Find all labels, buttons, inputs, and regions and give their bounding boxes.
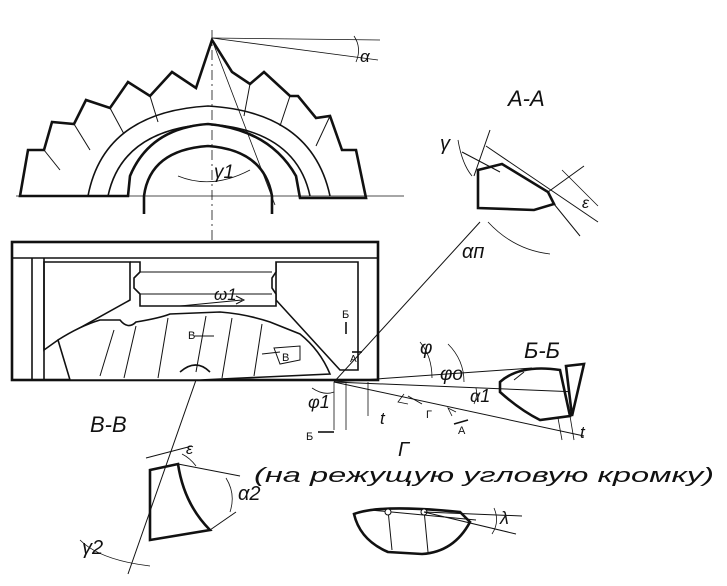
cutter-bore [142, 144, 274, 214]
cut-mark-v-mid: В [282, 352, 289, 364]
cut-mark-v-upper: В [188, 330, 195, 342]
teeth-profile [57, 311, 332, 381]
phi-o-label: φо [440, 364, 463, 385]
cut-mark-b-upper: Б [342, 309, 349, 321]
t-tool-label: t [380, 409, 386, 428]
section-aa-hatched-profile [476, 162, 556, 212]
phi-label: φ [420, 338, 432, 359]
cutter-side-section: ω1 В В [10, 240, 380, 382]
section-bb-hatched-profile [498, 367, 572, 422]
epsilon-vv-label: ε [186, 441, 194, 458]
section-vv: В-В ε α2 γ2 [79, 379, 261, 575]
view-g-profile [352, 507, 472, 556]
view-g-title: Г [398, 439, 411, 461]
cut-mark-a-upper: А [350, 354, 357, 365]
alpha-n-label: αп [462, 241, 484, 263]
alpha-top-label: α [360, 47, 371, 66]
omega-1-label: ω1 [214, 285, 237, 304]
cutter-hub-arc-inner [107, 123, 311, 197]
t-bb-label: t [580, 423, 586, 442]
cut-mark-b-lower: Б [306, 431, 313, 443]
section-vv-hatched-profile [148, 462, 213, 542]
section-bb: Б-Б t [498, 338, 586, 442]
cutter-hub-arc-outer [87, 105, 331, 197]
alpha-1-label: α1 [470, 386, 490, 406]
cutter-top-view: α γ1 [16, 30, 404, 300]
view-g-caption: (на режущую угловую кромку) [254, 465, 714, 487]
gamma-1-label: γ1 [214, 162, 234, 183]
view-g: Г (на режущую угловую кромку) λ [254, 439, 714, 556]
alpha-ref-line [211, 37, 381, 41]
hatched-body-left [43, 261, 131, 352]
phi-1-label: φ1 [308, 392, 330, 412]
gamma-2-label: γ2 [82, 537, 103, 559]
section-vv-line [127, 379, 197, 575]
alpha-2-label: α2 [238, 483, 261, 505]
section-aa-title: А-А [506, 86, 545, 111]
section-aa: А-А γ ε αп [440, 86, 599, 263]
section-bb-title: Б-Б [524, 338, 560, 363]
cut-mark-a-lower: А [458, 425, 466, 437]
cutter-teeth-outline [18, 36, 368, 200]
section-aa-line [333, 221, 481, 383]
lambda-label: λ [499, 508, 509, 528]
epsilon-aa-label: ε [582, 195, 590, 212]
section-vv-title: В-В [90, 412, 127, 437]
section-construction-lines: Б Б А А Г φ φо α1 φ1 t [306, 221, 585, 443]
gamma-aa-label: γ [440, 133, 451, 155]
cut-mark-g: Г [426, 409, 432, 421]
